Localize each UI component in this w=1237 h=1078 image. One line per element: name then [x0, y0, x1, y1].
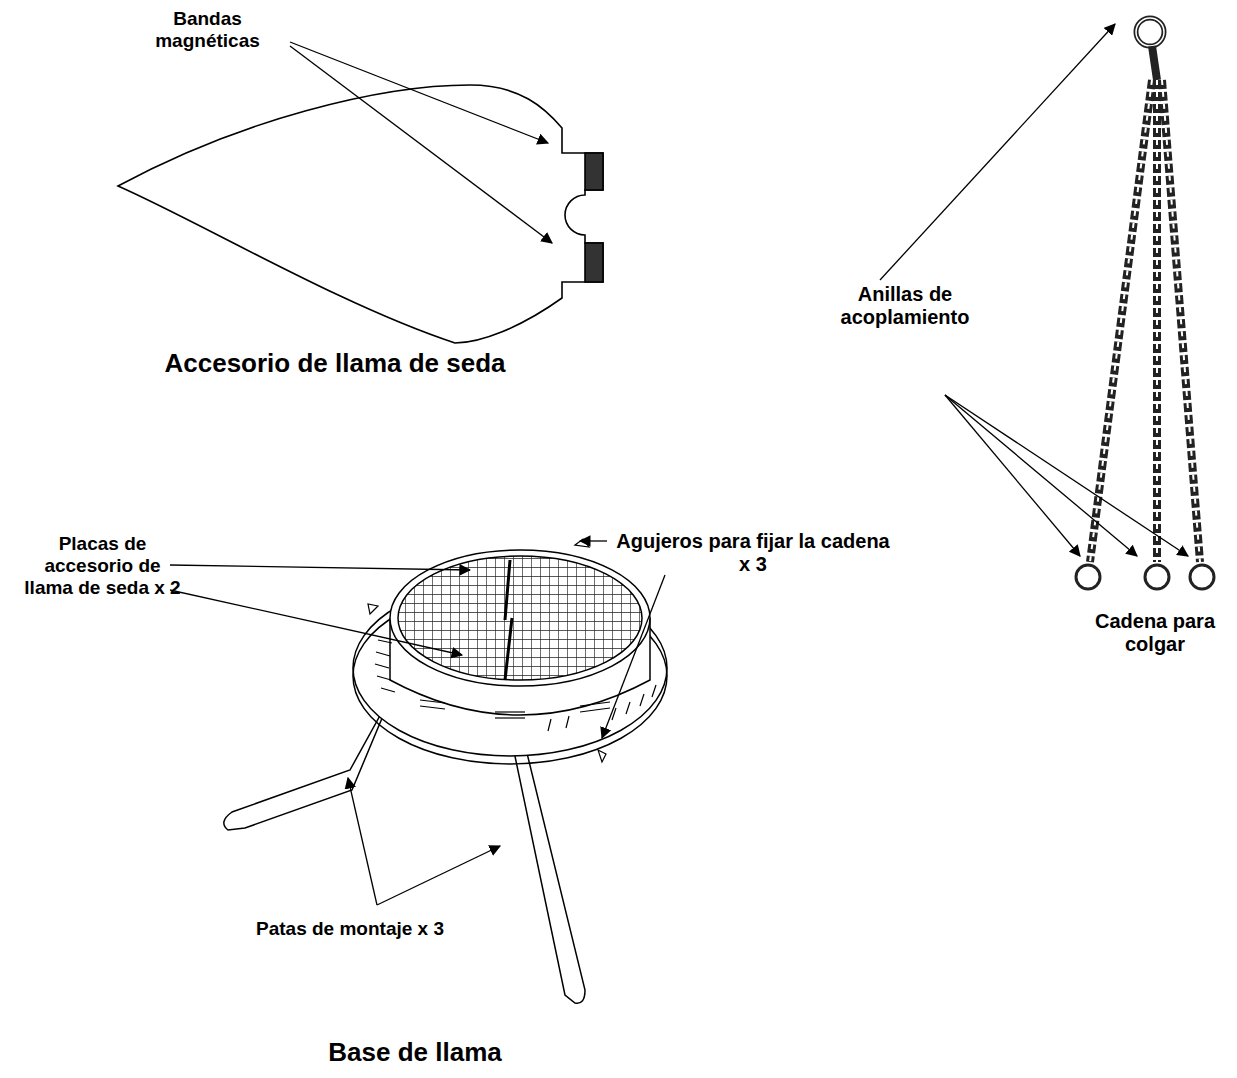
- part-label: Cadena para colgar: [1075, 610, 1235, 656]
- part-title: Accesorio de llama de seda: [160, 349, 510, 379]
- part-title: Base de llama: [300, 1038, 530, 1068]
- part-label: Anillas de acoplamiento: [800, 283, 1010, 329]
- leader-lines: [290, 42, 552, 243]
- part-label: Patas de montaje x 3: [205, 918, 495, 940]
- part-label: Bandas magnéticas: [140, 8, 275, 52]
- silk-flame: [118, 85, 603, 343]
- hanging-chain: [1076, 18, 1214, 589]
- leader-lines: [170, 541, 665, 905]
- part-label: Agujeros para fijar la cadena x 3: [608, 530, 898, 576]
- part-label: Placas de accesorio de llama de seda x 2: [20, 533, 185, 599]
